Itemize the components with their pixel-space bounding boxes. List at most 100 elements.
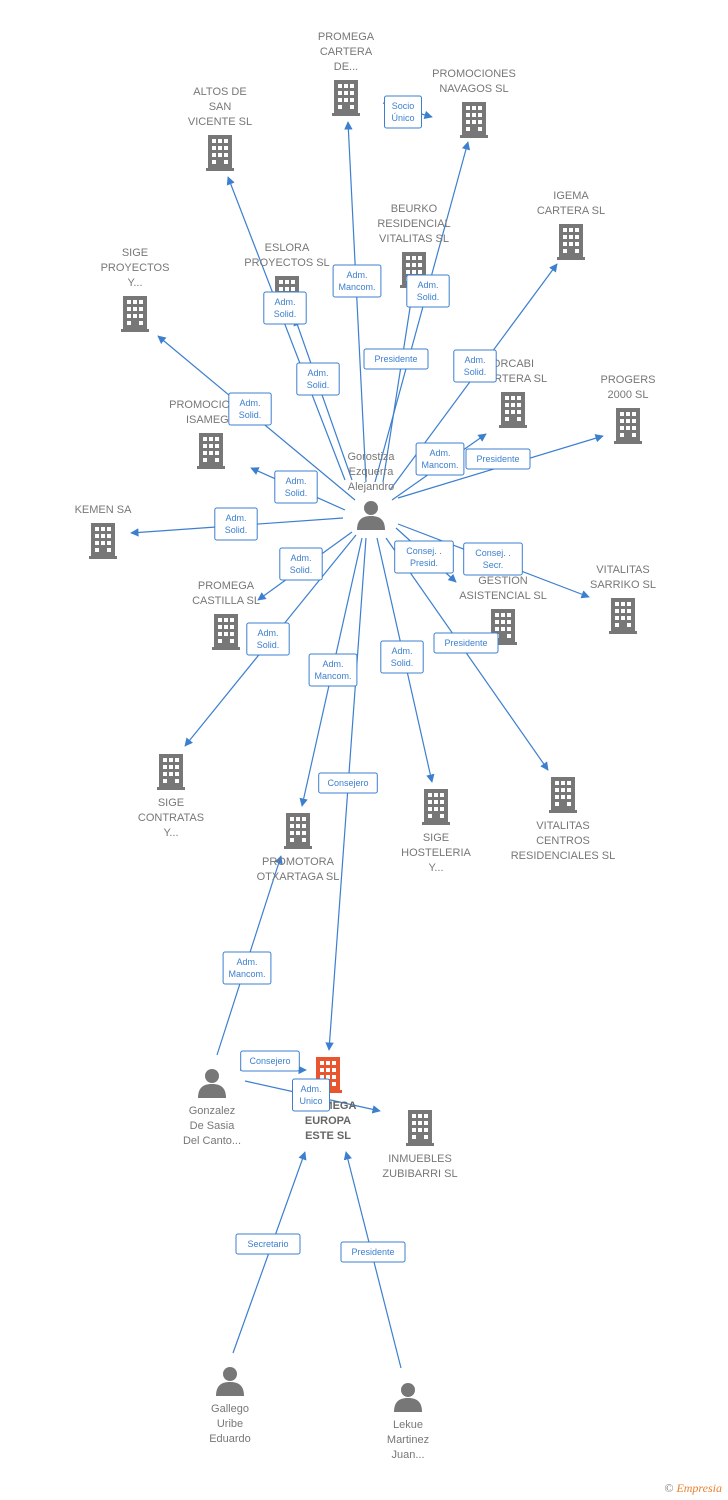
edge-label-gorostiza-to-orcabi[interactable]: Adm.Mancom.	[415, 442, 465, 476]
edge-label-text: Solid.	[285, 488, 308, 498]
node-label: ORCABI	[492, 358, 534, 370]
edge-label-text: Secr.	[483, 560, 504, 570]
edge-label-gorostiza-to-promega_castilla[interactable]: Adm.Solid.	[279, 547, 323, 581]
edge-label-gorostiza-to-progers[interactable]: Presidente	[465, 448, 531, 470]
edge-label-gonzalez-to-promotora_otxartaga[interactable]: Adm.Mancom.	[222, 951, 272, 985]
edge-label-gorostiza-to-sige_contratas[interactable]: Adm.Solid.	[246, 622, 290, 656]
edge-label-text: Solid.	[464, 367, 487, 377]
edge-label-text: Presid.	[410, 558, 438, 568]
edge-label-gonzalez-to-inmuebles[interactable]: Adm.Unico	[292, 1078, 330, 1112]
node-label: EUROPA	[305, 1115, 351, 1127]
edge-label-gorostiza-to-gestion[interactable]: Consej. .Presid.	[394, 540, 454, 574]
edge-label-text: Socio	[392, 101, 415, 111]
edge-label-gorostiza-to-vitalitas_centros[interactable]: Presidente	[433, 632, 499, 654]
edge-label-box	[415, 442, 465, 476]
person-icon	[357, 501, 385, 530]
node-label: Gorostiza	[347, 451, 395, 463]
edge-label-gorostiza-to-sige_proyectos[interactable]: Adm.Solid.	[228, 392, 272, 426]
node-label: De Sasia	[190, 1120, 236, 1132]
edge-label-text: Presidente	[351, 1247, 394, 1257]
edge-label-box	[240, 1050, 300, 1072]
edge-label-box	[296, 362, 340, 396]
edge-label-text: Solid.	[239, 410, 262, 420]
building-icon	[212, 614, 240, 650]
edge-label-gonzalez-to-promega_europa[interactable]: Consejero	[240, 1050, 300, 1072]
node-label: SIGE	[158, 797, 184, 809]
edge-label-box	[235, 1233, 301, 1255]
edge-label-gorostiza-to-sige_hosteleria[interactable]: Adm.Solid.	[380, 640, 424, 674]
edge-label-text: Presidente	[476, 454, 519, 464]
node-sige_hosteleria[interactable]: SIGEHOSTELERIAY...	[401, 789, 472, 874]
node-label: SIGE	[423, 832, 449, 844]
edge-label-gorostiza-to-vitalitas_sarriko[interactable]: Consej. .Secr.	[463, 542, 523, 576]
edge-gorostiza-to-beurko	[382, 294, 415, 483]
node-label: PROYECTOS	[101, 262, 170, 274]
edge-label-box	[228, 392, 272, 426]
edge-label-box	[453, 349, 497, 383]
edge-label-text: Único	[391, 113, 414, 123]
edge-label-gallego-to-promega_europa[interactable]: Secretario	[235, 1233, 301, 1255]
brand-name: Empresia	[676, 1481, 722, 1495]
node-label: CENTROS	[536, 835, 590, 847]
edge-label-gorostiza-to-beurko[interactable]: Adm.Solid.	[406, 274, 450, 308]
edge-label-text: Adm.	[346, 270, 367, 280]
edge-label-text: Mancom.	[228, 969, 265, 979]
node-sige_contratas[interactable]: SIGECONTRATASY...	[138, 754, 204, 839]
node-label: ESTE SL	[305, 1130, 351, 1142]
edge-label-box	[363, 348, 429, 370]
node-label: Uribe	[217, 1418, 243, 1430]
edge-label-text: Consejero	[249, 1056, 290, 1066]
node-label: Martinez	[387, 1434, 429, 1446]
node-lekue[interactable]: LekueMartinezJuan...	[387, 1383, 429, 1461]
node-label: IGEMA	[553, 190, 589, 202]
node-promega_cartera[interactable]: PROMEGACARTERADE...	[318, 31, 375, 116]
node-label: Eduardo	[209, 1433, 251, 1445]
edge-label-gorostiza-to-promotora_otxartaga[interactable]: Adm.Mancom.	[308, 653, 358, 687]
node-label: VICENTE SL	[188, 116, 252, 128]
edge-label-gorostiza-to-promociones_navagos[interactable]: Presidente	[363, 348, 429, 370]
edge-label-box	[263, 291, 307, 325]
edge-label-box	[463, 542, 523, 576]
edge-label-gorostiza-to-igema[interactable]: Adm.Solid.	[453, 349, 497, 383]
node-label: OTXARTAGA SL	[257, 871, 340, 883]
node-kemen[interactable]: KEMEN SA	[75, 504, 133, 559]
edge-label-gorostiza-to-kemen[interactable]: Adm.Solid.	[214, 507, 258, 541]
edge-label-box	[274, 470, 318, 504]
building-icon	[557, 224, 585, 260]
edge-labels-layer: SocioÚnicoAdm.Mancom.PresidenteAdm.Solid…	[214, 95, 531, 1263]
building-icon	[89, 523, 117, 559]
building-icon	[549, 777, 577, 813]
edge-label-lekue-to-promega_europa[interactable]: Presidente	[340, 1241, 406, 1263]
node-sige_proyectos[interactable]: SIGEPROYECTOSY...	[101, 247, 170, 332]
node-label: DE...	[334, 61, 358, 73]
building-icon	[157, 754, 185, 790]
edge-label-gorostiza-to-promega_europa[interactable]: Consejero	[318, 772, 378, 794]
edge-label-gorostiza-to-eslora[interactable]: Adm.Solid.	[296, 362, 340, 396]
edge-label-box	[222, 951, 272, 985]
edge-label-box	[465, 448, 531, 470]
edge-label-text: Unico	[299, 1096, 322, 1106]
edge-label-gorostiza-to-altos_san_vicente[interactable]: Adm.Solid.	[263, 291, 307, 325]
edge-label-text: Solid.	[307, 380, 330, 390]
edge-label-text: Presidente	[374, 354, 417, 364]
edge-label-gorostiza-to-isamega[interactable]: Adm.Solid.	[274, 470, 318, 504]
node-label: CONTRATAS	[138, 812, 204, 824]
edge-label-gorostiza-to-promega_cartera[interactable]: Adm.Mancom.	[332, 264, 382, 298]
node-label: RESIDENCIALES SL	[511, 850, 616, 862]
